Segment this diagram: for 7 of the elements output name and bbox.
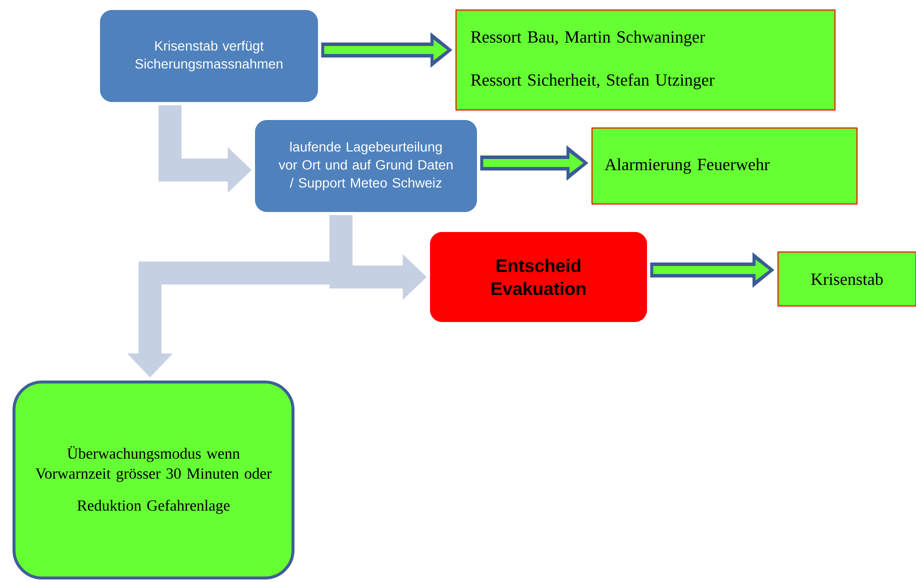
assignment-box: Krisenstab <box>778 252 916 306</box>
status-box: Überwachungsmodus wenn Vorwarnzeit grösser 30 Minuten oder Reduktion Gefahrenlage <box>12 380 294 580</box>
assignment-box: Ressort Bau, Martin Schwaninger Ressort Sicherheit, Stefan Utzinger <box>456 10 836 110</box>
task-box: laufende Lagebeurteilung vor Ort und auf Grund Daten / Support Meteo Schweiz <box>255 120 477 212</box>
decision-box: Entscheid Evakuation <box>430 232 647 322</box>
assignment-box: Alarmierung Feuerwehr <box>592 128 858 204</box>
task-box: Krisenstab verfügt Sicherungsmassnahmen <box>100 10 318 102</box>
